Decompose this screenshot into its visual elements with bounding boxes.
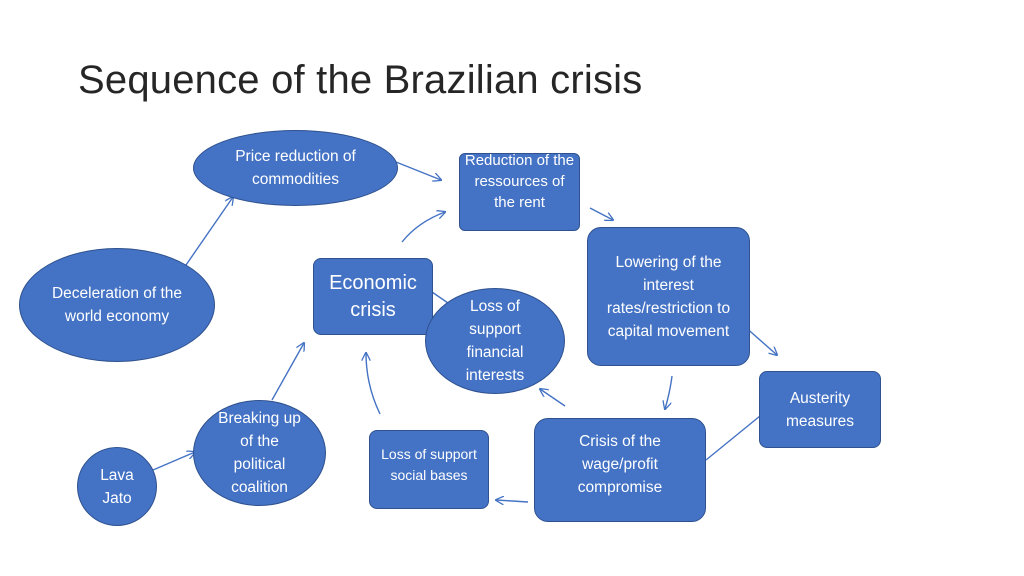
arrow-lavajato-to-breaking [152,452,195,471]
arrow-price-to-reduction [395,161,441,180]
arrow-breaking-to-economic [271,343,304,401]
arrow-economic-to-reduction [401,212,445,243]
node-economic-crisis: Economic crisis [313,258,433,335]
node-lowering-interest: Lowering of the interest rates/restricti… [587,227,750,366]
arrow-crisis-to-social [496,500,529,502]
arrow-social-to-economic [366,353,381,415]
node-crisis-wage: Crisis of the wage/profit compromise [534,418,706,522]
node-price-reduction: Price reduction of commodities [193,130,398,206]
node-lava-jato: Lava Jato [77,447,157,526]
arrow-lowering-to-crisis [665,375,673,409]
node-reduction-resources: Reduction of the ressources of the rent [459,153,580,231]
arrow-economic-to-financial [431,291,449,304]
node-breaking-up: Breaking up of the political coalition [193,400,326,506]
slide-title: Sequence of the Brazilian crisis [78,58,643,102]
node-loss-social: Loss of support social bases [369,430,489,509]
arrow-crisis-to-financial [540,389,566,407]
arrow-austerity-to-crisis [705,415,761,461]
arrow-reduction-to-lowering [589,207,613,220]
node-deceleration: Deceleration of the world economy [19,248,215,362]
node-loss-financial: Loss of support financial interests [425,288,565,394]
node-austerity: Austerity measures [759,371,881,448]
arrow-deceleration-to-price [185,197,233,266]
